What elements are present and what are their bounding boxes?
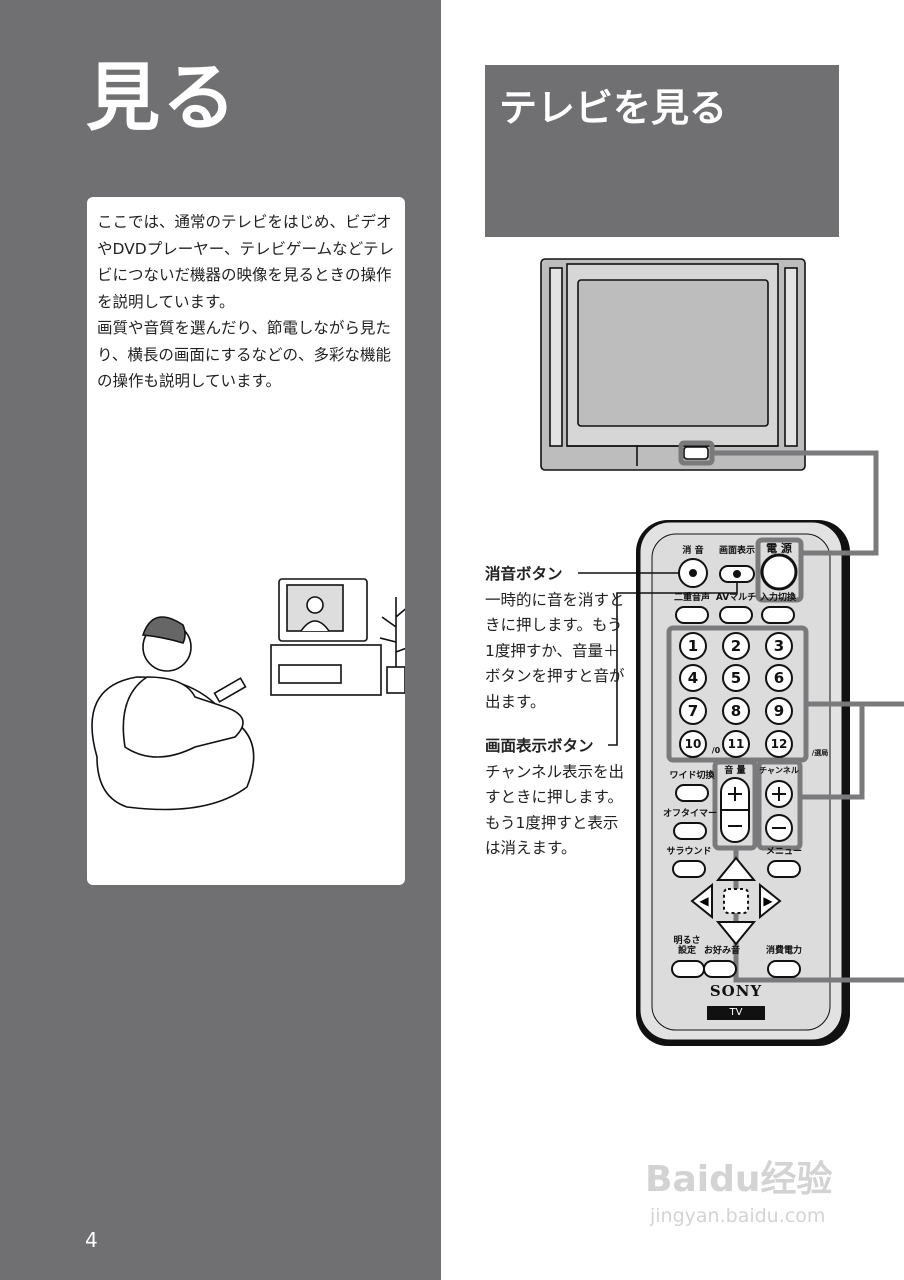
- sound-pref-button[interactable]: [703, 960, 737, 978]
- volume-up-button[interactable]: [721, 778, 749, 810]
- number-button[interactable]: 8: [722, 697, 750, 725]
- display-callout: 画面表示ボタン チャンネル表示を出すときに押します。もう1度押すと表示は消えます…: [485, 734, 625, 862]
- number-button[interactable]: 2: [722, 632, 750, 660]
- callout-heading: 画面表示ボタン: [485, 737, 594, 755]
- leader-lines: [578, 572, 738, 746]
- intro-paragraph: ここでは、通常のテレビをはじめ、ビデオやDVDプレーヤー、テレビゲームなどテレビ…: [97, 213, 395, 311]
- person-watching-tv-illustration: [91, 578, 405, 811]
- display-label: 画面表示: [718, 546, 756, 556]
- surround-label: サラウンド: [666, 847, 712, 857]
- left-arrow-icon: ◀: [699, 894, 709, 908]
- sound-pref-label: お好み音: [703, 946, 741, 956]
- dpad-down: [715, 921, 757, 946]
- dpad-up: [715, 856, 757, 881]
- dpad-right: [759, 882, 782, 920]
- volume-label: 音 量: [724, 766, 746, 776]
- section-header: テレビを見る: [485, 65, 839, 237]
- callout-heading: 消音ボタン: [485, 565, 563, 583]
- num12-sub-label: /選局: [811, 749, 829, 757]
- callout-body: 一時的に音を消すときに押します。もう1度押すか、音量＋ボタンを押すと音が出ます。: [485, 590, 625, 711]
- right-arrow-icon: ▶: [763, 894, 773, 908]
- number-button[interactable]: 7: [679, 697, 707, 725]
- av-multi-button[interactable]: [719, 606, 753, 624]
- off-timer-label: オフタイマー: [662, 809, 718, 819]
- number-button[interactable]: 5: [722, 664, 750, 692]
- power-label: 電 源: [766, 542, 792, 555]
- number-button[interactable]: 12: [765, 730, 793, 758]
- av-multi-label: AVマルチ: [715, 593, 757, 603]
- channel-highlight: [756, 759, 803, 851]
- left-panel: 見る ここでは、通常のテレビをはじめ、ビデオやDVDプレーヤー、テレビゲームなど…: [0, 0, 441, 1280]
- input-select-button[interactable]: [761, 606, 795, 624]
- dual-audio-button[interactable]: [675, 606, 709, 624]
- mute-label: 消 音: [682, 546, 704, 556]
- intro-text: ここでは、通常のテレビをはじめ、ビデオやDVDプレーヤー、テレビゲームなどテレビ…: [97, 209, 397, 395]
- watermark-url: jingyan.baidu.com: [650, 1205, 826, 1227]
- mode-tag: TV: [707, 1006, 765, 1020]
- dpad-center: [723, 888, 749, 914]
- mute-callout: 消音ボタン 一時的に音を消すときに押します。もう1度押すか、音量＋ボタンを押すと…: [485, 562, 625, 715]
- number-button[interactable]: 4: [679, 664, 707, 692]
- intro-box: ここでは、通常のテレビをはじめ、ビデオやDVDプレーヤー、テレビゲームなどテレビ…: [87, 197, 405, 885]
- tv-set-illustration: [540, 258, 806, 471]
- watermark-logo: Baidu经验: [645, 1159, 833, 1200]
- number-button[interactable]: 10: [679, 730, 707, 758]
- callout-body: チャンネル表示を出すときに押します。もう1度押すと表示は消えます。: [485, 762, 625, 858]
- power-save-label: 消費電力: [765, 946, 803, 956]
- power-save-button[interactable]: [767, 960, 801, 978]
- input-label: 入力切換: [759, 593, 797, 603]
- power-button: [760, 553, 798, 591]
- number-button[interactable]: 11: [722, 730, 750, 758]
- off-timer-button[interactable]: [673, 822, 707, 840]
- num10-sub-label: /0: [711, 746, 721, 755]
- volume-down-button[interactable]: [721, 810, 749, 842]
- wide-button[interactable]: [675, 784, 709, 802]
- section-title: テレビを見る: [499, 86, 728, 130]
- brand-logo: SONY: [709, 982, 763, 1000]
- power-highlight: [755, 537, 804, 603]
- number-button[interactable]: 3: [765, 632, 793, 660]
- menu-label: メニュー: [765, 847, 803, 857]
- dual-audio-label: 二重音声: [673, 593, 711, 603]
- number-button[interactable]: 9: [765, 697, 793, 725]
- brightness-button[interactable]: [671, 960, 705, 978]
- wide-label: ワイド切換: [669, 771, 715, 781]
- intro-paragraph: 画質や音質を選んだり、節電しながら見たり、横長の画面にするなどの、多彩な機能の操…: [97, 319, 392, 390]
- menu-button[interactable]: [767, 860, 801, 878]
- page-number: 4: [85, 1228, 98, 1252]
- number-button[interactable]: 1: [679, 632, 707, 660]
- dpad-left: [690, 882, 713, 920]
- brightness-label: 明るさ設定: [673, 936, 701, 956]
- channel-label: チャンネル: [759, 766, 799, 775]
- number-button[interactable]: 6: [765, 664, 793, 692]
- surround-button[interactable]: [672, 860, 706, 878]
- chapter-title: 見る: [86, 55, 238, 141]
